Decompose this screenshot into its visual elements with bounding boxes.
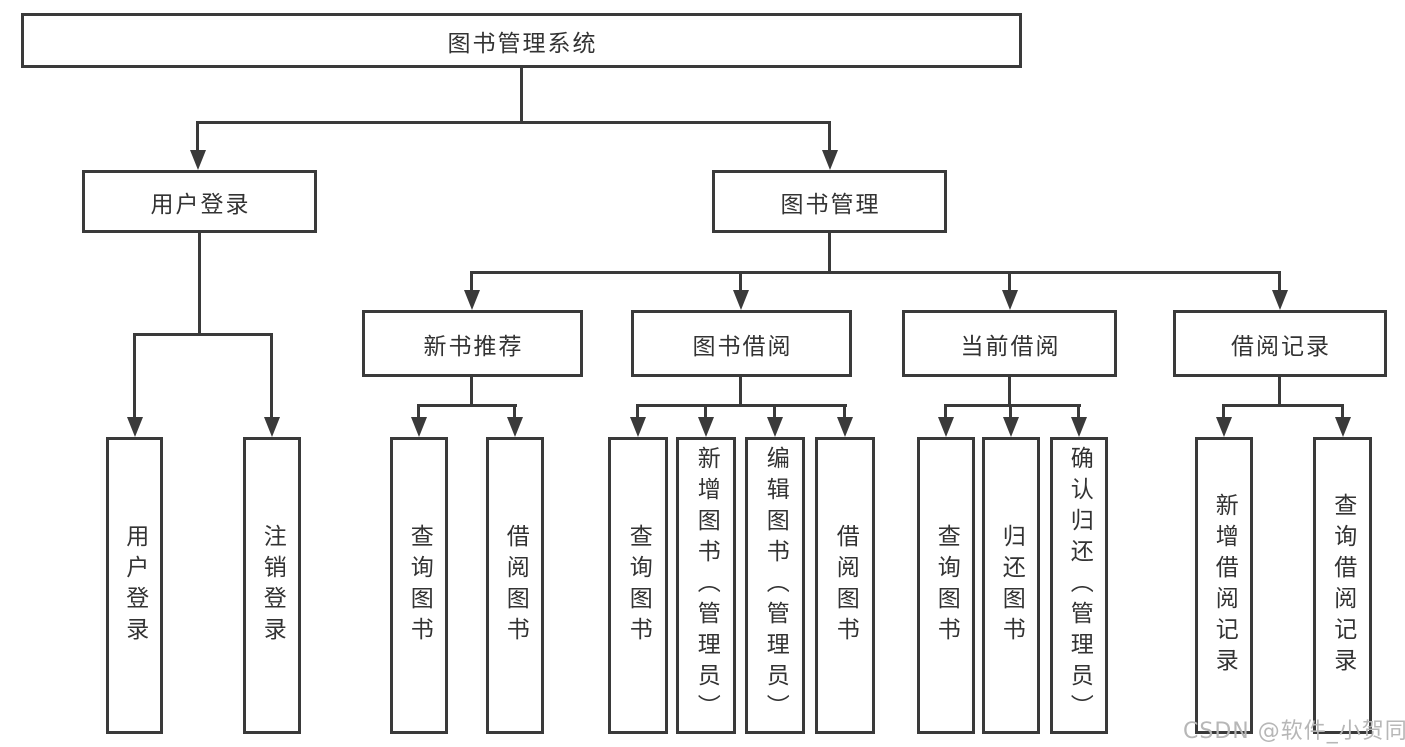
arrow-down-icon (766, 404, 783, 437)
node-query-borrow-record: 查询借阅记录 (1313, 437, 1372, 734)
node-return-books: 归还图书 (982, 437, 1040, 734)
arrow-down-icon (1070, 404, 1087, 437)
node-add-borrow-record: 新增借阅记录 (1195, 437, 1253, 734)
node-library-system: 图书管理系统 (21, 13, 1022, 68)
connector-line (1222, 404, 1344, 407)
connector-line (520, 68, 523, 122)
node-borrowing-records: 借阅记录 (1173, 310, 1387, 377)
node-label: 查询图书 (625, 523, 652, 648)
connector-line (944, 404, 1081, 407)
node-label: 查询图书 (406, 523, 433, 648)
node-borrow-books-recommend: 借阅图书 (486, 437, 544, 734)
arrow-down-icon (463, 271, 480, 310)
arrow-down-icon (506, 404, 523, 437)
connector-line (198, 233, 201, 335)
connector-line (636, 404, 847, 407)
arrow-down-icon (1271, 271, 1288, 310)
csdn-watermark: CSDN @软件_小贺同学 (1183, 719, 1405, 744)
arrow-down-icon (1002, 404, 1019, 437)
arrow-down-icon (821, 121, 838, 170)
node-book-management: 图书管理 (712, 170, 947, 233)
node-label: 新增图书（管理员） (693, 446, 720, 725)
connector-line (133, 333, 273, 336)
node-label: 查询图书 (933, 523, 960, 648)
arrow-down-icon (1001, 271, 1018, 310)
node-user-login: 用户登录 (82, 170, 317, 233)
node-new-book-recommend: 新书推荐 (362, 310, 583, 377)
node-logout-action: 注销登录 (243, 437, 301, 734)
node-label: 借阅图书 (832, 523, 859, 648)
arrow-down-icon (1215, 404, 1232, 437)
connector-line (470, 271, 1281, 274)
node-edit-books-admin: 编辑图书（管理员） (745, 437, 805, 734)
node-label: 用户登录 (121, 523, 148, 648)
arrow-down-icon (189, 121, 206, 170)
node-label: 新增借阅记录 (1211, 492, 1238, 679)
connector-line (1008, 376, 1011, 406)
connector-line (739, 376, 742, 406)
connector-line (470, 376, 473, 406)
node-label: 查询借阅记录 (1329, 492, 1356, 679)
node-add-books-admin: 新增图书（管理员） (676, 437, 736, 734)
arrow-down-icon (732, 271, 749, 310)
connector-line (417, 404, 517, 407)
node-query-books-borrowing: 查询图书 (608, 437, 668, 734)
arrow-down-icon (836, 404, 853, 437)
node-current-borrowing: 当前借阅 (902, 310, 1117, 377)
node-query-books-current: 查询图书 (917, 437, 975, 734)
node-borrow-books-borrowing: 借阅图书 (815, 437, 875, 734)
arrow-down-icon (937, 404, 954, 437)
connector-line (196, 121, 831, 124)
arrow-down-icon (629, 404, 646, 437)
node-confirm-return-admin: 确认归还（管理员） (1050, 437, 1108, 734)
arrow-down-icon (697, 404, 714, 437)
node-label: 编辑图书（管理员） (762, 446, 789, 725)
node-label: 确认归还（管理员） (1066, 446, 1093, 725)
node-label: 归还图书 (998, 523, 1025, 648)
node-query-books-recommend: 查询图书 (390, 437, 448, 734)
connector-line (828, 232, 831, 273)
node-label: 借阅图书 (502, 523, 529, 648)
connector-line (1278, 376, 1281, 406)
arrow-down-icon (410, 404, 427, 437)
node-user-login-action: 用户登录 (106, 437, 163, 734)
arrow-down-icon (263, 333, 280, 437)
arrow-down-icon (126, 333, 143, 437)
node-book-borrowing: 图书借阅 (631, 310, 852, 377)
node-label: 注销登录 (259, 523, 286, 648)
arrow-down-icon (1334, 404, 1351, 437)
